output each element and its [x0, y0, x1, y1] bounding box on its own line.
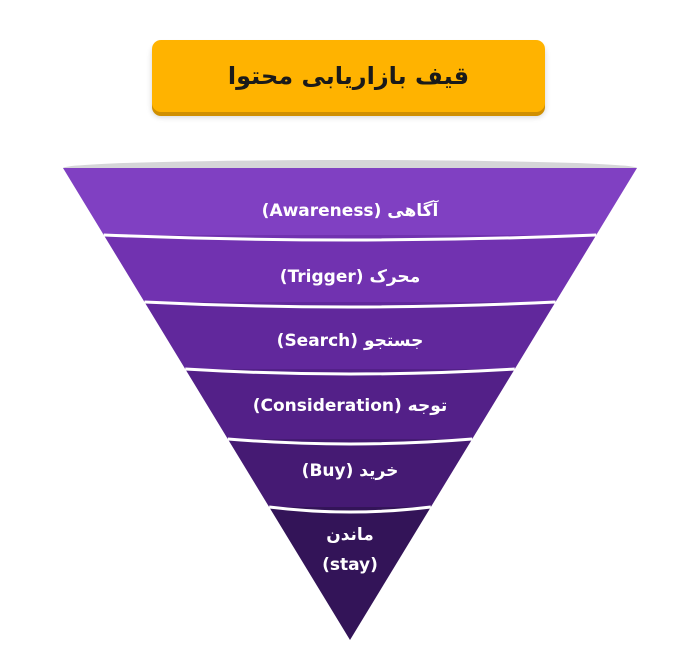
stage-label-buy: خرید (Buy)	[302, 461, 399, 481]
stage-label-stay: ماندن	[326, 525, 374, 545]
stage-label-stay-english: (stay)	[322, 555, 378, 575]
funnel-title: قیف بازاریابی محتوا	[227, 62, 470, 90]
funnel-title-box: قیف بازاریابی محتوا	[152, 40, 545, 112]
stage-label-search: جستجو (Search)	[277, 331, 424, 351]
stage-label-consideration: توجه (Consideration)	[253, 396, 448, 416]
funnel-separators	[103, 233, 597, 514]
funnel-stage-awareness	[63, 168, 637, 235]
funnel-stage-consideration	[185, 369, 515, 439]
funnel-stage-search	[144, 302, 556, 369]
funnel-stage-trigger	[103, 235, 597, 302]
funnel-stage-stay	[269, 507, 431, 640]
stage-label-awareness: آگاهی (Awareness)	[262, 199, 440, 221]
funnel-stage-buy	[227, 439, 473, 507]
stage-label-trigger: محرک (Trigger)	[280, 267, 420, 287]
